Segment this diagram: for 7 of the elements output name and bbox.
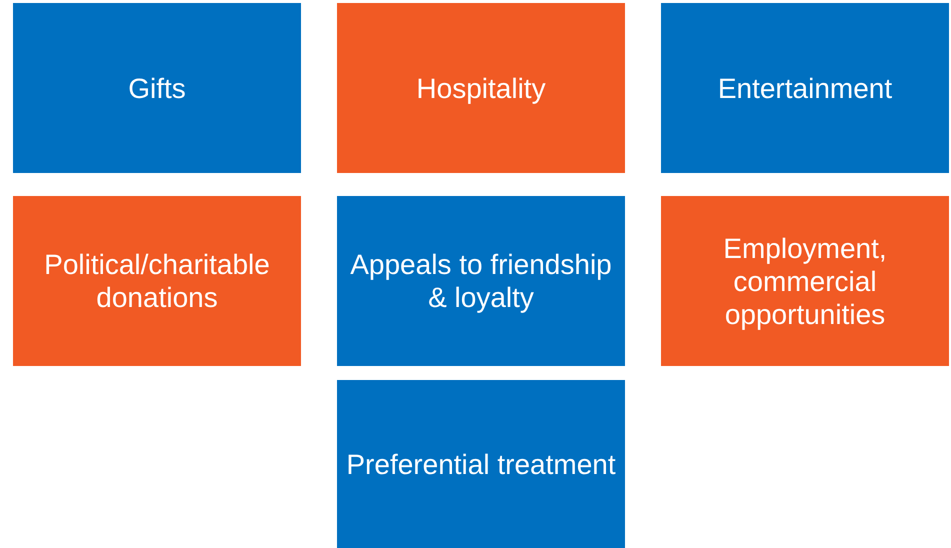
category-box: Employment, commercial opportunities bbox=[661, 196, 949, 366]
category-box: Hospitality bbox=[337, 3, 625, 173]
category-box: Appeals to friendship & loyalty bbox=[337, 196, 625, 366]
category-box: Entertainment bbox=[661, 3, 949, 173]
category-box: Gifts bbox=[13, 3, 301, 173]
category-box: Political/charitable donations bbox=[13, 196, 301, 366]
category-box: Preferential treatment bbox=[337, 380, 625, 548]
